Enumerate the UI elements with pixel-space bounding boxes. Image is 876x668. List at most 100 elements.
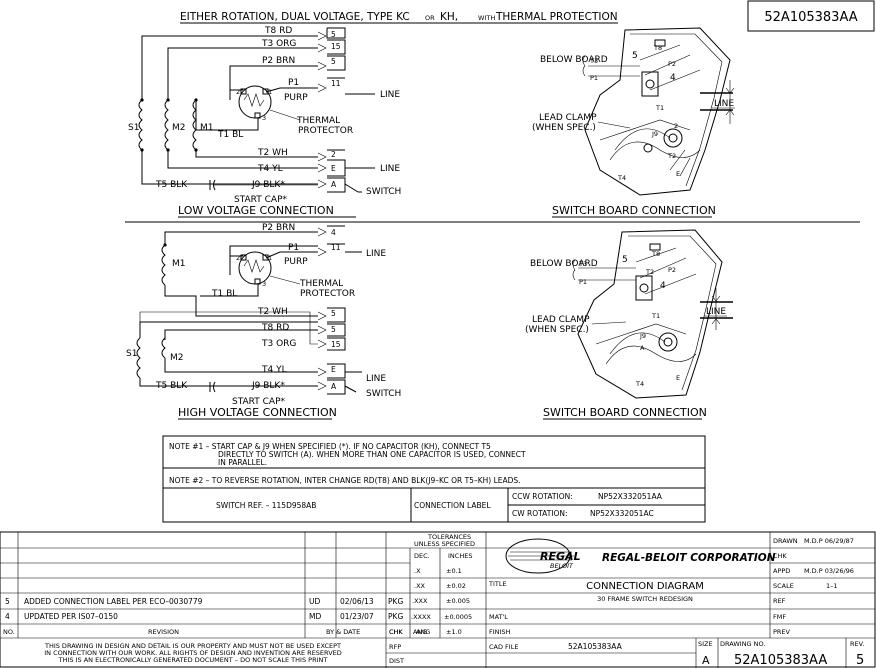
switch-label-low: SWITCH	[366, 187, 401, 197]
svg-text:T2: T2	[645, 268, 654, 276]
company-name: REGAL-BELOIT CORPORATION	[602, 552, 776, 564]
svg-text:±1.0: ±1.0	[446, 628, 462, 636]
lead-t1-low: T1 BL	[217, 130, 243, 140]
revision-value: 5	[856, 653, 864, 668]
svg-text:DIST: DIST	[389, 657, 404, 665]
svg-text:PROTECTOR: PROTECTOR	[300, 289, 355, 299]
svg-text:T4: T4	[635, 380, 644, 388]
svg-text:T4 YL: T4 YL	[261, 365, 287, 375]
svg-text:15: 15	[331, 340, 341, 349]
svg-text:M1: M1	[172, 259, 186, 269]
switch-board-caption-bottom: SWITCH BOARD CONNECTION	[543, 406, 707, 419]
svg-text:LINE: LINE	[366, 249, 386, 259]
svg-text:5: 5	[331, 309, 336, 318]
svg-text:3: 3	[262, 114, 266, 122]
winding-m2-low	[164, 99, 169, 151]
svg-text:11: 11	[331, 243, 341, 252]
svg-text:11: 11	[331, 79, 341, 88]
svg-text:2: 2	[236, 88, 240, 96]
lead-j9-low: J9 BLK*	[251, 180, 285, 190]
svg-text:T1 BL: T1 BL	[211, 289, 237, 299]
svg-text:A: A	[331, 382, 337, 391]
svg-text:PREV: PREV	[773, 628, 791, 636]
svg-text:2: 2	[674, 122, 678, 130]
svg-text:LINE: LINE	[706, 307, 726, 317]
svg-text:T4: T4	[617, 174, 626, 182]
lead-clamp-top: LEAD CLAMP	[539, 113, 597, 123]
svg-text:T2: T2	[667, 152, 676, 160]
svg-text:P2: P2	[668, 60, 676, 68]
svg-text:M.D.P 06/29/87: M.D.P 06/29/87	[804, 537, 854, 545]
title-block: TOLERANCES UNLESS SPECIFIED DEC. INCHES …	[0, 531, 876, 668]
svg-text:5: 5	[331, 30, 336, 39]
low-voltage-schematic: S1 M2 M1 2 1 3 THERMAL PROTECTOR T8 RD T…	[128, 26, 401, 218]
svg-text:T2 WH: T2 WH	[257, 307, 288, 317]
svg-text:01/23/07: 01/23/07	[340, 612, 374, 621]
winding-m2-high	[161, 337, 166, 359]
svg-text:S1: S1	[126, 349, 137, 359]
svg-text:.XX: .XX	[414, 582, 426, 590]
note-1-line-3: IN PARALLEL.	[218, 458, 267, 467]
disclaimer-2: IN CONNECTION WITH OUR WORK. ALL RIGHTS …	[44, 649, 342, 657]
lead-p1-low: P1	[288, 78, 299, 88]
svg-text:BY & DATE: BY & DATE	[326, 628, 360, 636]
note-2: NOTE #2 – TO REVERSE ROTATION, INTER CHA…	[169, 476, 521, 485]
svg-text:T1: T1	[651, 312, 660, 320]
svg-text:E: E	[331, 365, 336, 374]
winding-m1-low	[192, 99, 197, 151]
svg-text:ANG: ANG	[413, 628, 427, 636]
ccw-value: NP52X332051AA	[598, 492, 663, 501]
connection-label: CONNECTION LABEL	[414, 501, 491, 510]
svg-text:START CAP*: START CAP*	[232, 397, 285, 407]
svg-text:REGAL: REGAL	[540, 550, 581, 563]
svg-text:(WHEN SPEC.): (WHEN SPEC.)	[532, 123, 596, 133]
svg-text:REVISION: REVISION	[148, 628, 179, 636]
switch-board-bottom: LINE BELOW BOARD T3 P1 5 T8 T2 P2 4 T1 J…	[525, 229, 733, 420]
drawing-number-box	[747, 0, 875, 32]
winding-label-s1: S1	[128, 123, 139, 133]
winding-label-m1: M1	[200, 123, 214, 133]
svg-text:T1: T1	[655, 104, 664, 112]
svg-text:P1: P1	[590, 74, 598, 82]
svg-text:REF: REF	[773, 597, 786, 605]
svg-text:M.D.P 03/26/96: M.D.P 03/26/96	[804, 567, 854, 575]
svg-text:J9: J9	[651, 130, 658, 138]
svg-text:±0.0005: ±0.0005	[444, 613, 472, 621]
size-value: A	[702, 654, 710, 667]
lead-t3-low: T3 ORG	[261, 39, 296, 49]
lead-clamp-bottom: LEAD CLAMP	[532, 315, 590, 325]
svg-text:±0.02: ±0.02	[446, 582, 466, 590]
drawing-subtitle: 30 FRAME SWITCH REDESIGN	[597, 595, 693, 603]
svg-text:DRAWING NO.: DRAWING NO.	[720, 640, 765, 648]
switch-board-caption-top: SWITCH BOARD CONNECTION	[552, 204, 716, 217]
svg-text:E: E	[676, 170, 680, 178]
svg-text:DEC.: DEC.	[414, 552, 430, 560]
cw-label: CW ROTATION:	[512, 509, 568, 518]
svg-text:UD: UD	[309, 597, 320, 606]
main-title-1: EITHER ROTATION, DUAL VOLTAGE, TYPE KC	[180, 11, 410, 23]
svg-text:5: 5	[331, 57, 336, 66]
svg-text:A: A	[640, 344, 645, 352]
main-title-or: OR	[425, 14, 435, 22]
svg-text:CHK: CHK	[773, 552, 787, 560]
svg-text:MD: MD	[309, 612, 321, 621]
revision-5-desc: ADDED CONNECTION LABEL PER ECO–0030779	[24, 597, 203, 606]
disclaimer-1: THIS DRAWING IN DESIGN AND DETAIL IS OUR…	[44, 642, 341, 650]
svg-text:A: A	[331, 180, 337, 189]
svg-text:T5 BLK: T5 BLK	[155, 381, 188, 391]
svg-text:2: 2	[331, 150, 336, 159]
svg-text:REV.: REV.	[850, 640, 864, 648]
switch-board-top: LINE BELOW BOARD T3 P1 5 T8 P2 4 T1 2 T2…	[532, 27, 735, 218]
svg-text:E: E	[676, 374, 680, 382]
svg-text:1: 1	[268, 254, 272, 262]
svg-text:T8: T8	[651, 250, 660, 258]
winding-label-m2: M2	[172, 123, 186, 133]
main-title-with: WITH	[478, 14, 495, 22]
below-board-bottom: BELOW BOARD	[530, 259, 598, 269]
svg-text:5: 5	[632, 51, 638, 61]
svg-text:PROTECTOR: PROTECTOR	[298, 126, 353, 136]
svg-text:DRAWN: DRAWN	[773, 537, 798, 545]
revision-4-desc: UPDATED PER IS07–0150	[24, 612, 118, 621]
svg-text:2: 2	[236, 254, 240, 262]
